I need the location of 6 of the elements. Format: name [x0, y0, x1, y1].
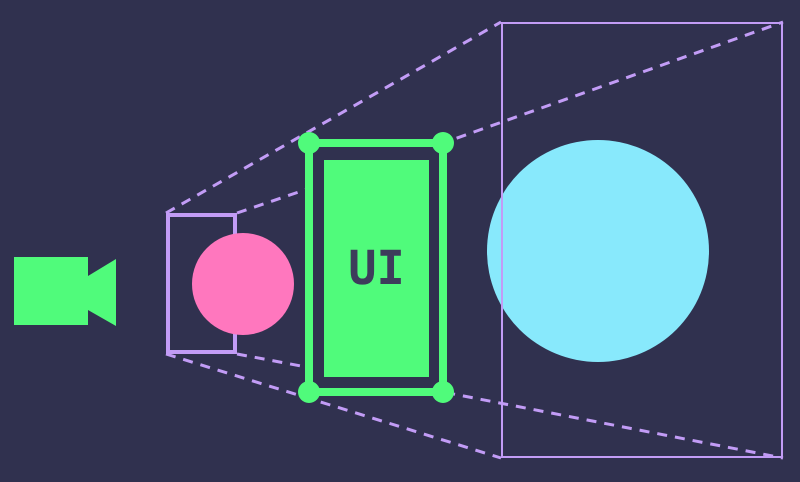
far-plane-outline [501, 22, 783, 458]
dashed-line [166, 352, 502, 460]
video-camera-icon [14, 257, 116, 326]
ui-panel [324, 160, 429, 377]
dashed-line [165, 20, 502, 214]
panel-label: UI [348, 245, 405, 292]
